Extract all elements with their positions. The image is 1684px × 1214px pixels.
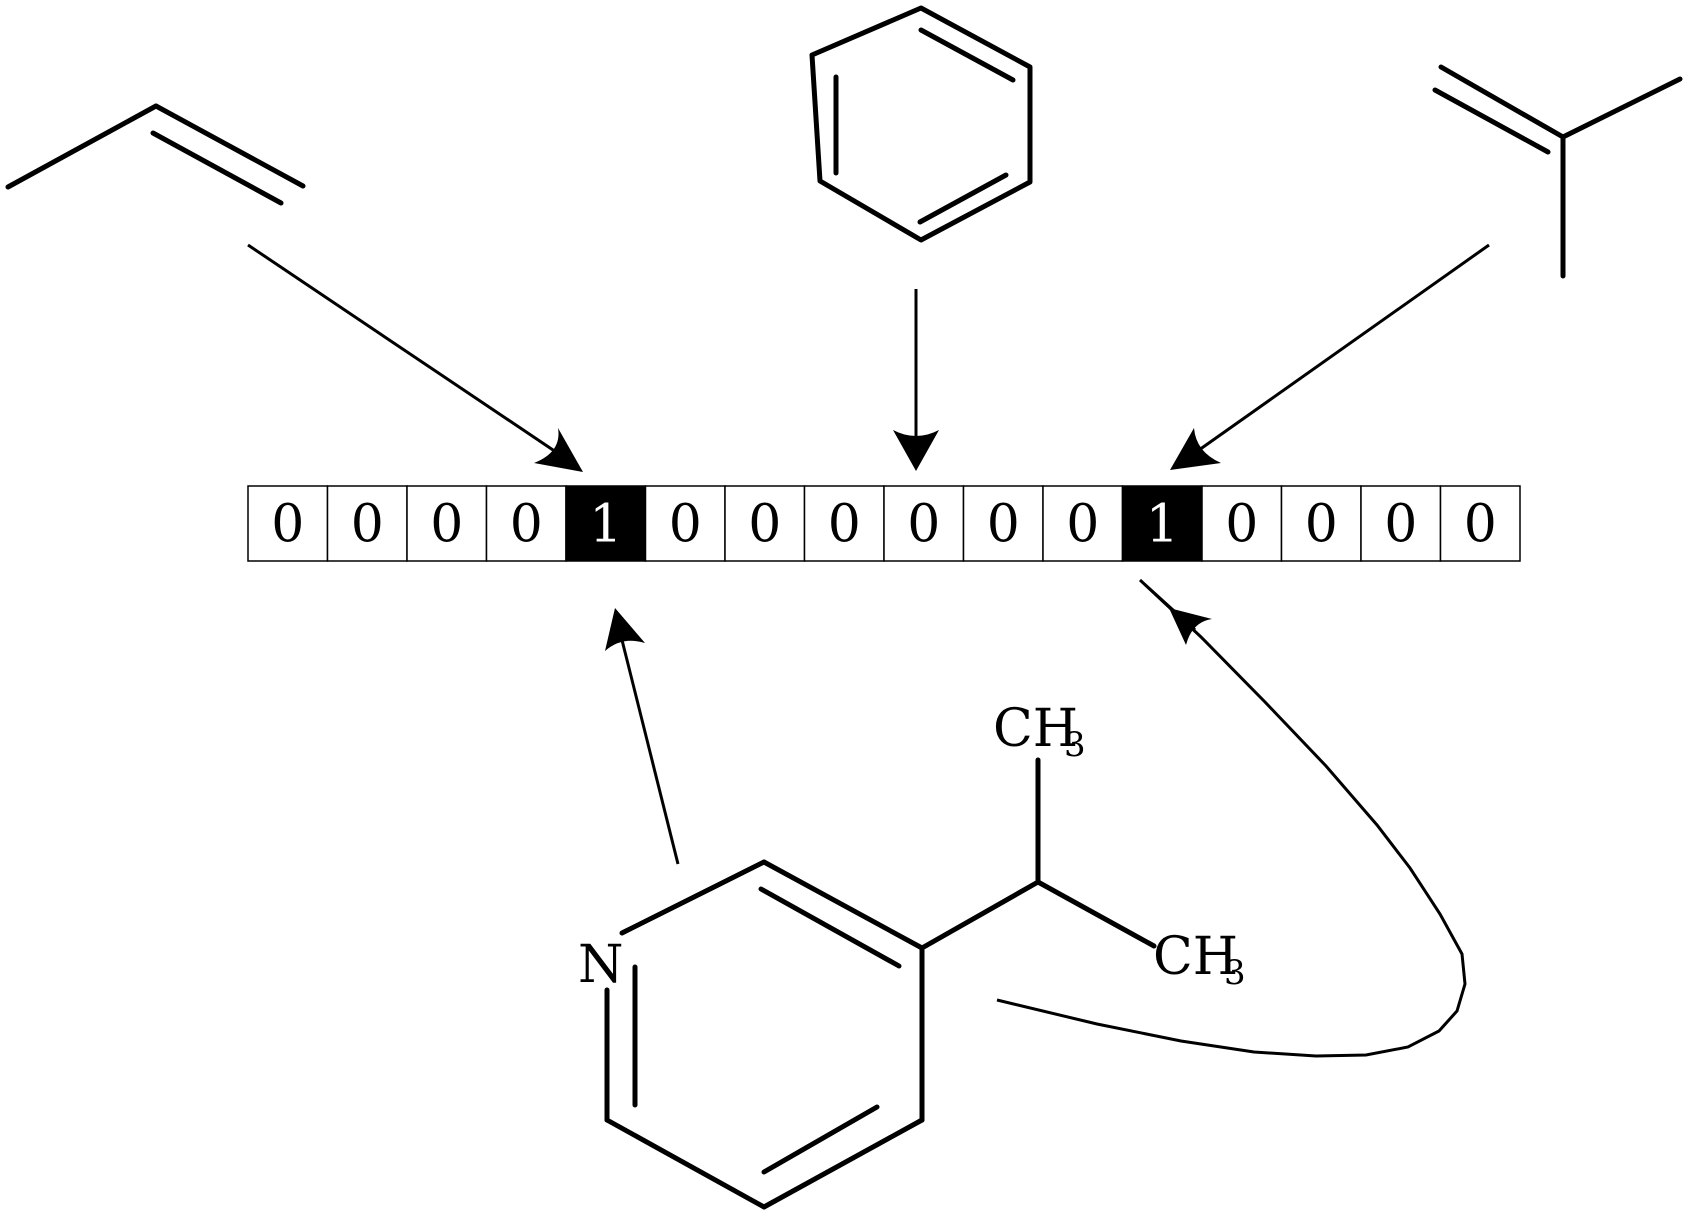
bit-cell-box: [406, 485, 488, 562]
bit-cell-0: 0: [247, 485, 329, 562]
methyl-top-label: CH 3: [993, 699, 1086, 765]
bit-value: 0: [748, 495, 781, 555]
arrow-benzene-to-bit7: [893, 289, 939, 471]
bit-cell-2: 0: [406, 485, 488, 562]
bit-cell-13: 0: [1280, 485, 1362, 562]
bit-value: 1: [1146, 495, 1179, 555]
bit-value: 0: [1225, 495, 1258, 555]
fragment-benzene: [809, 5, 1033, 243]
bit-value: 0: [907, 495, 940, 555]
bit-cell-9: 0: [962, 485, 1044, 562]
bit-cell-box: [644, 485, 726, 562]
arrow-pyridine-to-bit4: [605, 608, 680, 865]
query-molecule: [604, 757, 1157, 1210]
bit-value: 0: [1464, 495, 1497, 555]
bit-cell-box: [1201, 485, 1283, 562]
bit-cell-10: 0: [1042, 485, 1124, 562]
bit-cell-box: [1042, 485, 1124, 562]
methyl-right-subscript: 3: [1224, 953, 1246, 993]
bit-cell-box: [326, 485, 408, 562]
arrow-isobutene-to-bit11: [1170, 243, 1490, 470]
bit-cell-14: 0: [1360, 485, 1442, 562]
bit-value: 1: [589, 495, 622, 555]
bit-cell-box: [883, 485, 965, 562]
bit-cell-box: [1360, 485, 1442, 562]
methyl-top-subscript: 3: [1064, 725, 1086, 765]
methyl-top-main: CH: [993, 699, 1078, 759]
bit-cell-6: 0: [724, 485, 806, 562]
bit-cell-15: 0: [1439, 485, 1521, 562]
bit-value: 0: [987, 495, 1020, 555]
bit-value: 0: [271, 495, 304, 555]
bit-value: 0: [1305, 495, 1338, 555]
bit-cell-11: 1: [1121, 485, 1203, 562]
bit-value: 0: [1384, 495, 1417, 555]
methyl-right-main: CH: [1153, 927, 1238, 987]
bit-cell-4: 1: [565, 485, 647, 562]
bit-cell-box: [247, 485, 329, 562]
bit-cell-8: 0: [883, 485, 965, 562]
bit-value: 0: [669, 495, 702, 555]
bit-value: 0: [1066, 495, 1099, 555]
bit-value: 0: [828, 495, 861, 555]
fragment-isobutene: [1432, 64, 1683, 279]
arrow-propene-to-bit4: [247, 243, 583, 472]
bit-cell-12: 0: [1201, 485, 1283, 562]
bit-cell-box: [1439, 485, 1521, 562]
bit-value: 0: [351, 495, 384, 555]
arrow-isopropyl-to-bit11: [996, 578, 1467, 1058]
methyl-right-label: CH 3: [1153, 927, 1246, 993]
bit-cell-box: [1280, 485, 1362, 562]
bit-cell-7: 0: [803, 485, 885, 562]
fragment-propene: [5, 103, 306, 206]
bit-cell-3: 0: [485, 485, 567, 562]
bit-cell-1: 0: [326, 485, 408, 562]
bit-cell-box: [565, 485, 647, 562]
bit-value: 0: [510, 495, 543, 555]
nitrogen-label: N: [578, 935, 624, 995]
bit-value: 0: [430, 495, 463, 555]
bit-cell-box: [485, 485, 567, 562]
bit-cell-5: 0: [644, 485, 726, 562]
